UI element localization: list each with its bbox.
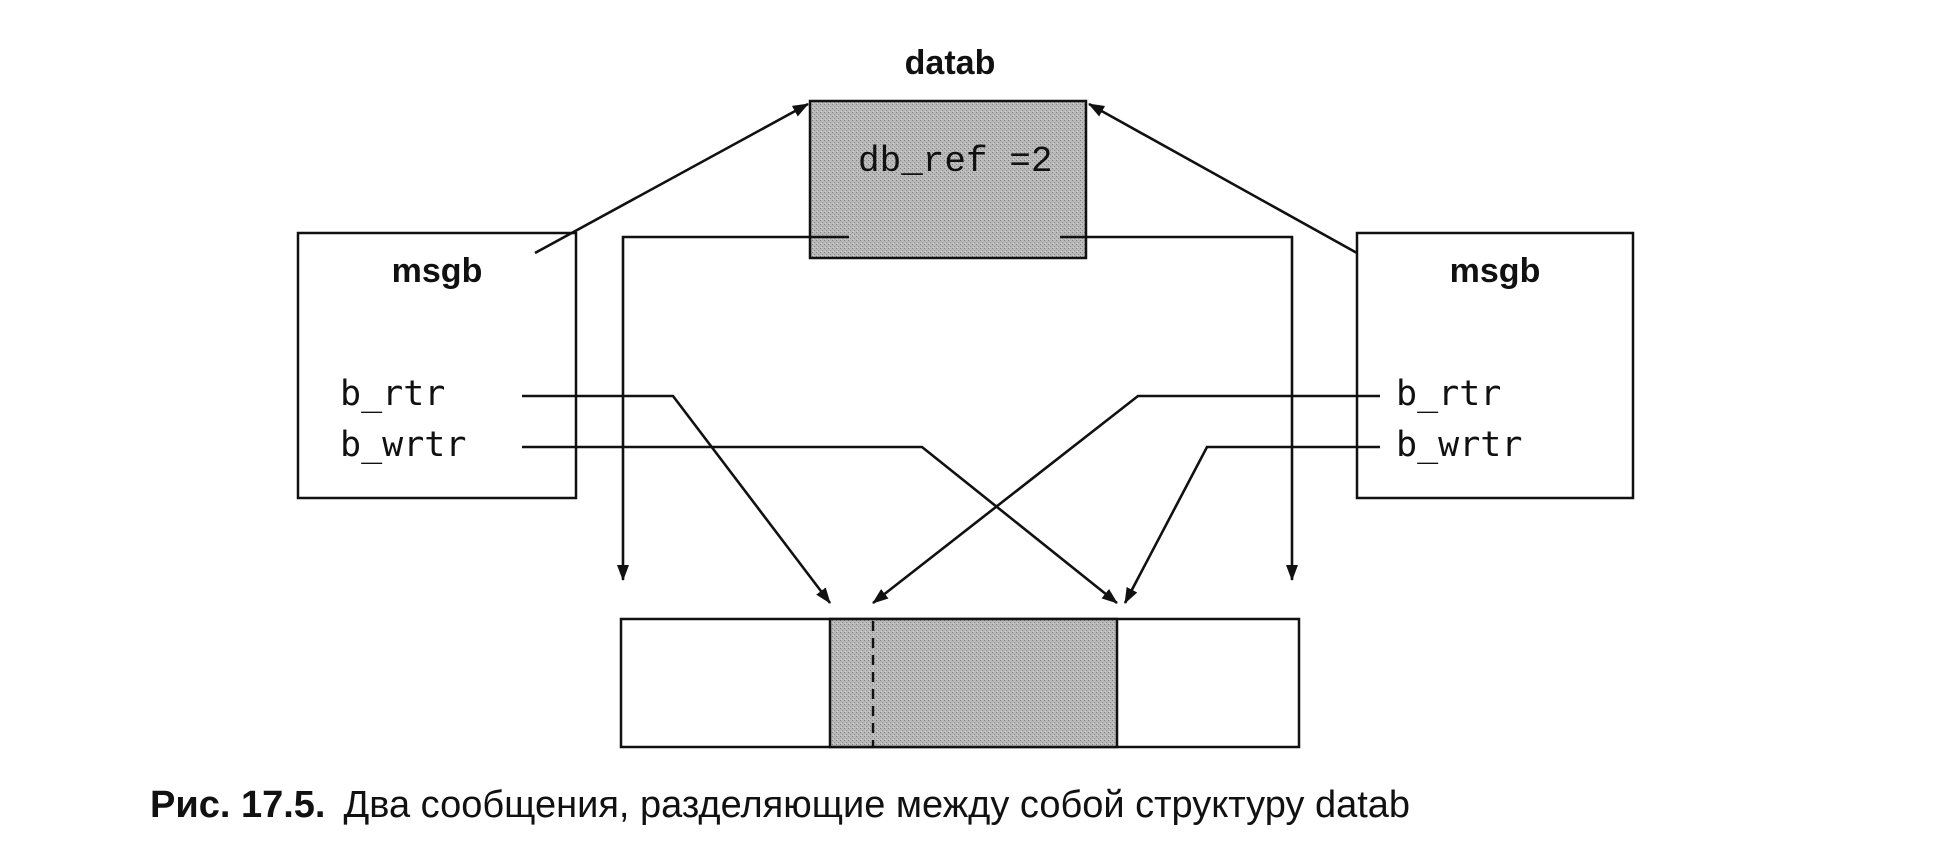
datab-box bbox=[808, 99, 1088, 260]
datab-db-ref-field: db_ref =2 bbox=[858, 141, 1052, 182]
right-msgb-title: msgb bbox=[1450, 252, 1541, 290]
figure-caption-label: Рис. 17.5. bbox=[150, 784, 325, 826]
left-msgb-b-rtr-field: b_rtr bbox=[340, 374, 445, 414]
figure-caption: Рис. 17.5. Два сообщения, разделяющие ме… bbox=[150, 784, 1410, 826]
left-msgb-to-datab-arrow bbox=[534, 102, 809, 255]
left-msgb-title: msgb bbox=[392, 252, 483, 290]
right-b-rtr-arrow bbox=[872, 394, 1380, 605]
right-msgb-b-rtr-field: b_rtr bbox=[1396, 374, 1501, 414]
right-msgb-to-datab-arrow bbox=[1088, 102, 1358, 255]
data-buffer-used-region bbox=[828, 617, 1119, 749]
left-b-wrtr-arrow bbox=[522, 445, 1118, 605]
buffer-base-connector bbox=[617, 235, 849, 581]
datab-title: datab bbox=[905, 44, 996, 82]
left-msgb-b-wrtr-field: b_wrtr bbox=[340, 425, 466, 465]
buffer-limit-connector bbox=[1060, 235, 1298, 581]
left-b-rtr-arrow bbox=[522, 394, 832, 604]
figure-caption-text: Два сообщения, разделяющие между собой с… bbox=[343, 784, 1410, 826]
right-msgb-b-wrtr-field: b_wrtr bbox=[1396, 425, 1522, 465]
left-msgb-box bbox=[296, 231, 578, 500]
right-msgb-box bbox=[1355, 231, 1635, 500]
right-b-wrtr-arrow bbox=[1123, 445, 1380, 604]
